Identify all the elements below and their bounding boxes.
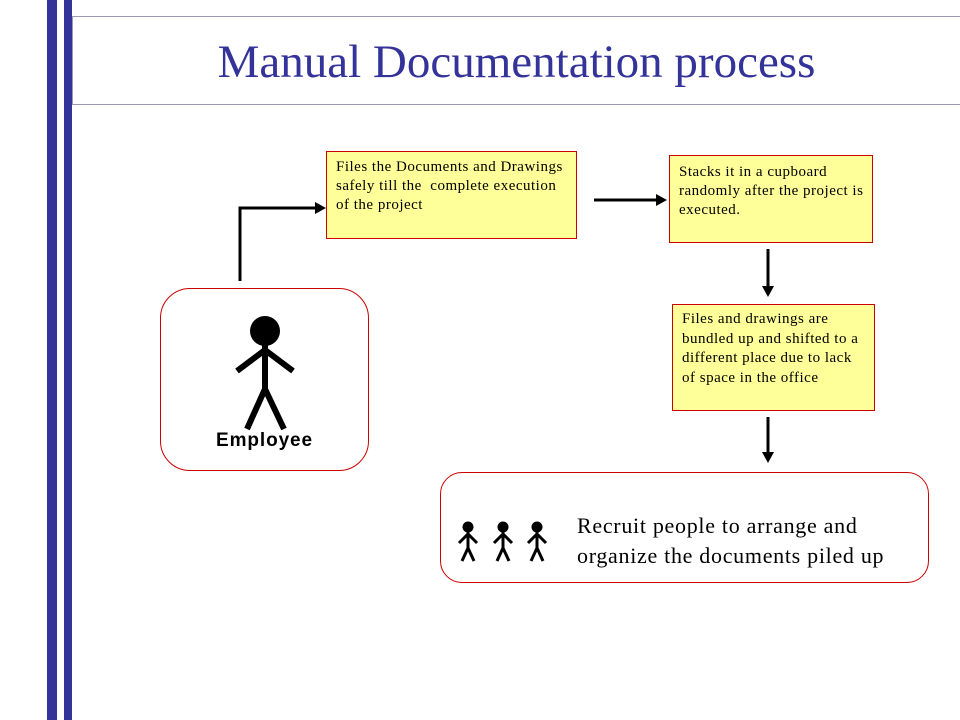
figure-right-leg bbox=[535, 547, 545, 562]
step-text-line: different place due to lack bbox=[682, 350, 852, 366]
step-text-line: randomly after the project is bbox=[679, 183, 864, 199]
sidebar-accent-bar bbox=[47, 0, 57, 720]
figure-right-leg bbox=[466, 547, 476, 562]
figure-left-leg bbox=[495, 547, 505, 562]
connector-step-1-to-step-2 bbox=[594, 194, 667, 206]
figure-head bbox=[531, 521, 543, 533]
figure-arms bbox=[492, 531, 514, 545]
connector-line bbox=[238, 206, 317, 281]
step-text-line: bundled up and shifted to a bbox=[682, 330, 859, 347]
person-icon bbox=[492, 521, 514, 562]
figure-arms bbox=[457, 531, 479, 545]
figure-left-leg bbox=[460, 547, 470, 562]
figure-left-leg bbox=[529, 547, 539, 562]
step-text-line: Files and drawings are bbox=[682, 311, 829, 327]
outcome-box: Recruit people to arrange and organize t… bbox=[440, 472, 929, 583]
group-of-people-icon bbox=[457, 521, 548, 562]
process-step-3: Files and drawings are bundled up and sh… bbox=[672, 304, 875, 411]
step-text-line: safely till the complete execution bbox=[336, 178, 557, 194]
process-step-1: Files the Documents and Drawings safely … bbox=[326, 151, 577, 239]
outcome-text-line: organize the documents piled up bbox=[577, 543, 885, 568]
connector-step-3-to-outcome bbox=[762, 417, 774, 463]
figure-head bbox=[497, 521, 509, 533]
slide-title: Manual Documentation process bbox=[217, 36, 816, 88]
figure-arms bbox=[526, 531, 548, 545]
arrowhead bbox=[762, 286, 774, 297]
outcome-text-line: Recruit people to arrange and bbox=[577, 513, 858, 538]
sidebar-accent-bar bbox=[64, 0, 72, 720]
process-step-2: Stacks it in a cupboard randomly after t… bbox=[669, 155, 873, 243]
step-text-line: Stacks it in a cupboard bbox=[679, 164, 828, 180]
outcome-text: Recruit people to arrange and organize t… bbox=[577, 511, 884, 571]
figure-head bbox=[462, 521, 474, 533]
step-text-line: Files the Documents and Drawings bbox=[336, 159, 563, 175]
arrowhead bbox=[315, 202, 326, 214]
employee-label: Employee bbox=[216, 430, 313, 451]
figure-left-leg bbox=[244, 387, 268, 431]
person-icon bbox=[526, 521, 548, 562]
title-frame: Manual Documentation process bbox=[72, 16, 960, 105]
step-text-line: of space in the office bbox=[682, 369, 819, 386]
employee-box: Employee bbox=[160, 288, 369, 471]
arrowhead bbox=[656, 194, 667, 206]
person-icon bbox=[457, 521, 479, 562]
step-text-line: executed. bbox=[679, 202, 741, 218]
connector-employee-to-step-1 bbox=[238, 202, 326, 281]
step-text-line: of the project bbox=[336, 197, 423, 213]
connector-step-2-to-step-3 bbox=[762, 249, 774, 297]
stick-figure-icon bbox=[235, 316, 295, 431]
figure-right-leg bbox=[262, 387, 287, 431]
figure-arms bbox=[235, 346, 295, 374]
figure-right-leg bbox=[501, 547, 511, 562]
arrowhead bbox=[762, 452, 774, 463]
figure-head bbox=[250, 316, 280, 346]
